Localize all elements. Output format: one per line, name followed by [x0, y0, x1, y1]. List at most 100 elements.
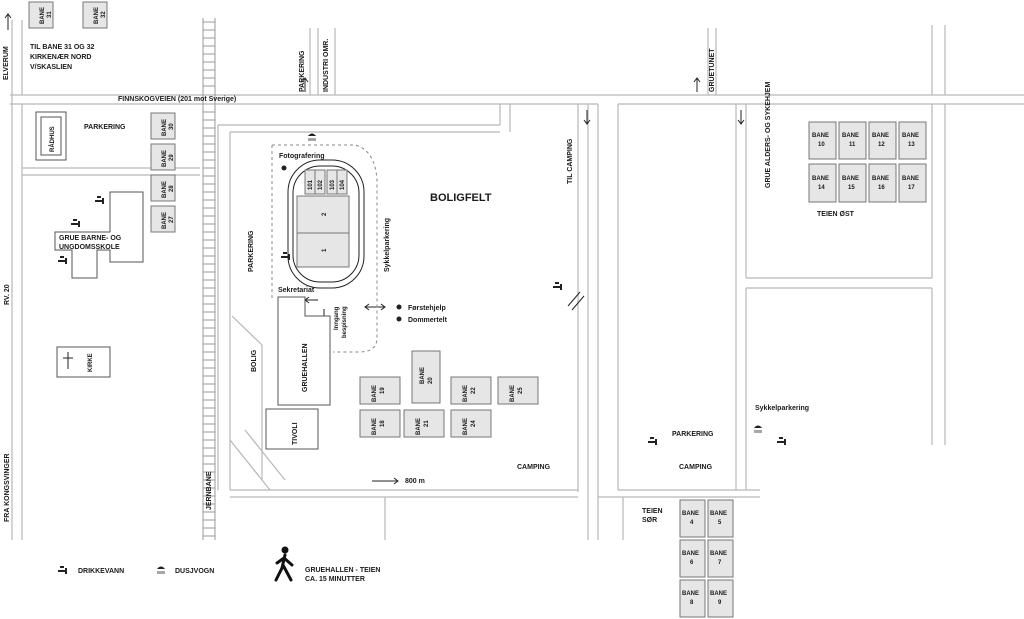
event-area-outline: [271, 144, 378, 353]
road-network: [10, 20, 1024, 540]
road-crossing-mark: [567, 291, 585, 311]
stadium-track: [287, 159, 365, 289]
svg-text:BANE: BANE: [902, 133, 919, 139]
svg-text:BANE: BANE: [812, 176, 829, 182]
marker-forstehjelp: [396, 304, 402, 310]
field-2: 2: [296, 195, 350, 234]
svg-text:8: 8: [690, 600, 694, 606]
label-boligfelt: BOLIGFELT: [430, 192, 492, 204]
legend: DRIKKEVANN DUSJVOGN GRUEHALLEN - TEIEN C…: [58, 546, 380, 583]
label-dommertelt: Dommertelt: [408, 317, 448, 324]
legend-walk-1: GRUEHALLEN - TEIEN: [305, 567, 380, 574]
svg-text:18: 18: [380, 420, 386, 427]
svg-text:BANE: BANE: [710, 511, 727, 517]
svg-text:15: 15: [848, 185, 855, 191]
svg-text:BANE: BANE: [710, 591, 727, 597]
svg-text:27: 27: [169, 216, 175, 223]
svg-text:RÅDHUS: RÅDHUS: [49, 126, 56, 152]
field-102: 102: [314, 169, 326, 195]
svg-text:GRUE BARNE- OG: GRUE BARNE- OG: [59, 235, 122, 242]
svg-text:6: 6: [690, 560, 694, 566]
svg-text:BANE: BANE: [682, 551, 699, 557]
svg-text:BANE: BANE: [710, 551, 727, 557]
building-radhus: RÅDHUS: [35, 111, 67, 161]
label-bespisning: bespisning: [342, 306, 348, 338]
marker-fotografering: [281, 165, 287, 171]
svg-text:BANE: BANE: [94, 7, 100, 24]
label-sykkelparkering-right: Sykkelparkering: [755, 405, 809, 412]
svg-text:12: 12: [878, 142, 885, 148]
court-bane-16: BANE 16: [868, 163, 897, 203]
label-teien-ost: TEIEN ØST: [817, 211, 855, 218]
court-bane-7: BANE 7: [707, 539, 734, 578]
svg-text:BANE: BANE: [812, 133, 829, 139]
label-bolig: BOLIG: [251, 349, 258, 372]
svg-text:24: 24: [471, 420, 477, 427]
label-kirkenaer: KIRKENÆR NORD: [30, 54, 91, 61]
svg-text:30: 30: [169, 123, 175, 130]
svg-text:20: 20: [428, 377, 434, 384]
building-skole: GRUE BARNE- OG UNGDOMSSKOLE: [54, 191, 144, 279]
road-label-parkering-top: PARKERING: [299, 50, 306, 92]
svg-text:101: 101: [308, 179, 314, 190]
svg-text:BANE: BANE: [372, 385, 378, 402]
svg-text:BANE: BANE: [842, 176, 859, 182]
label-camping-center: CAMPING: [517, 464, 551, 471]
road-label-industri: INDUSTRI OMR.: [323, 39, 330, 92]
road-label-jernbane: JERNBANE: [206, 471, 213, 510]
svg-text:BANE: BANE: [872, 176, 889, 182]
water-tap-icon: [281, 252, 290, 260]
svg-text:2: 2: [322, 212, 328, 216]
field-1: 1: [296, 232, 350, 268]
field-104: 104: [336, 169, 348, 195]
svg-text:11: 11: [849, 142, 856, 148]
label-sykkelparkering-vertical: Sykkelparkering: [384, 218, 391, 272]
legend-walk-2: CA. 15 MINUTTER: [305, 576, 365, 583]
svg-text:16: 16: [878, 185, 885, 191]
svg-text:7: 7: [718, 560, 722, 566]
road-label-grue-aldershjem: GRUE ALDERS- OG SYKEHJEM: [765, 82, 772, 188]
svg-text:32: 32: [101, 11, 107, 18]
svg-text:19: 19: [380, 387, 386, 394]
svg-text:BANE: BANE: [162, 212, 168, 229]
court-bane-32: BANE 32: [82, 1, 108, 29]
court-bane-15: BANE 15: [838, 163, 867, 203]
svg-text:104: 104: [340, 179, 346, 190]
water-tap-icon: [71, 219, 80, 227]
water-tap-icon: [58, 256, 67, 264]
svg-text:BANE: BANE: [463, 418, 469, 435]
svg-text:UNGDOMSSKOLE: UNGDOMSSKOLE: [59, 244, 120, 251]
svg-text:BANE: BANE: [463, 385, 469, 402]
svg-text:5: 5: [718, 520, 722, 526]
svg-text:GRUEHALLEN: GRUEHALLEN: [302, 343, 309, 392]
label-parkering-right: PARKERING: [672, 431, 714, 438]
label-sekretariat: Sekretariat: [278, 287, 315, 294]
legend-drikkevann: DRIKKEVANN: [78, 568, 124, 575]
legend-dusjvogn: DUSJVOGN: [175, 568, 214, 575]
svg-text:17: 17: [908, 185, 915, 191]
svg-text:21: 21: [424, 420, 430, 427]
svg-text:BANE: BANE: [510, 385, 516, 402]
label-teien-sor-2: SØR: [642, 517, 657, 524]
shower-icon: [307, 133, 317, 142]
label-teien-sor: TEIEN: [642, 508, 663, 515]
label-skaslien: V/SKASLIEN: [30, 64, 72, 71]
court-bane-6: BANE 6: [679, 539, 706, 578]
road-label-finnskogveien: FINNSKOGVEIEN (201 mot Sverige): [118, 96, 236, 103]
marker-dommertelt: [396, 316, 402, 322]
svg-text:4: 4: [690, 520, 694, 526]
svg-text:25: 25: [518, 387, 524, 394]
svg-text:KIRKE: KIRKE: [88, 353, 94, 372]
